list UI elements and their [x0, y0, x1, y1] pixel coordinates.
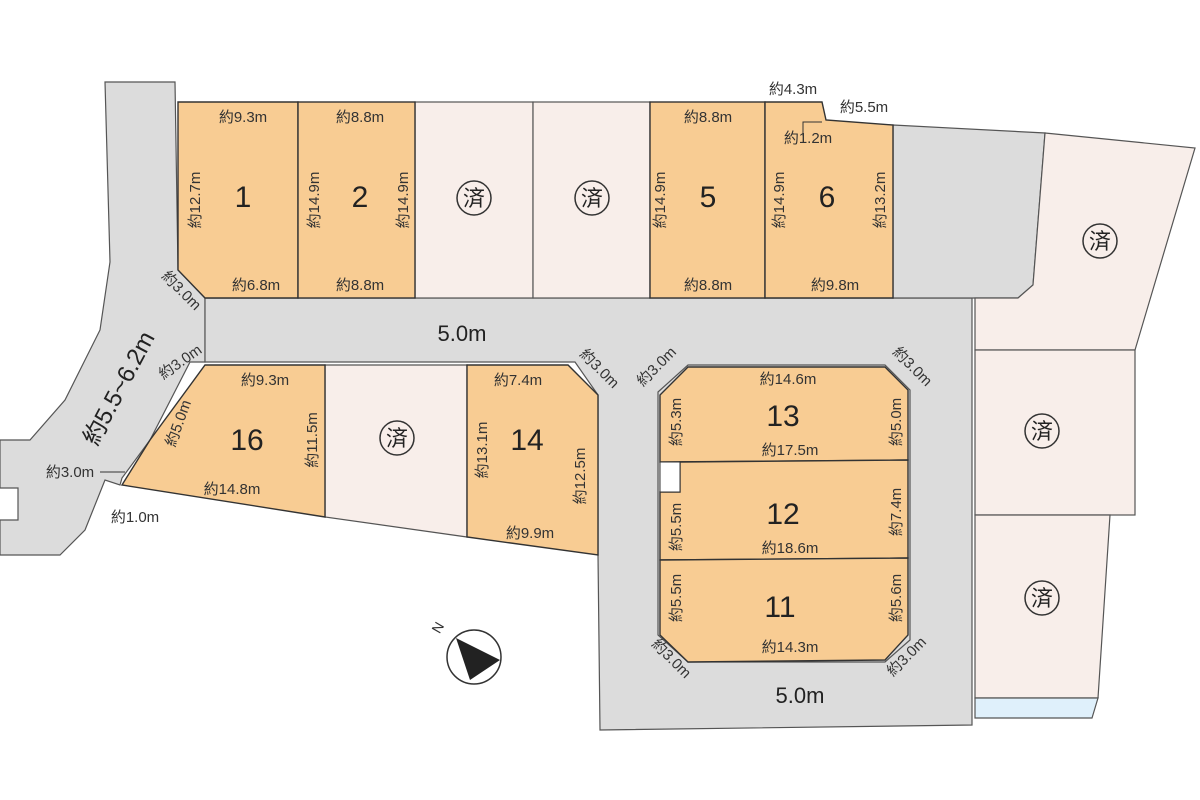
lot-14-number: 14 [510, 424, 543, 457]
lot-sold-east-1[interactable] [974, 132, 1196, 351]
lot-13-number: 13 [766, 400, 799, 433]
svg-text:済: 済 [463, 187, 485, 212]
svg-text:済: 済 [1031, 420, 1053, 445]
lot-16[interactable] [120, 364, 326, 518]
lot-2-bottom-dim: 約8.8m [336, 277, 384, 294]
lot-2-number: 2 [352, 181, 369, 214]
lot-16-west-a-dim: 約3.0m [46, 464, 94, 481]
lot-5[interactable] [649, 101, 766, 299]
lot-12-left-dim: 約5.5m [668, 503, 685, 551]
svg-text:済: 済 [1089, 230, 1111, 255]
lot-2-left-dim: 約14.9m [306, 172, 323, 229]
lot-6-right-dim: 約13.2m [872, 172, 889, 229]
lot-5-left-dim: 約14.9m [652, 172, 669, 229]
compass-label: N [428, 619, 447, 636]
lot-14-top-dim: 約7.4m [494, 372, 542, 389]
lot-1-left-dim: 約12.7m [187, 172, 204, 229]
sold-mark-east-2: 済 [1024, 413, 1060, 449]
lot-6-bottom-dim: 約9.8m [811, 277, 859, 294]
lot-11[interactable] [659, 557, 909, 663]
lot-2-top-dim: 約8.8m [336, 109, 384, 126]
sold-mark-east-3: 済 [1024, 580, 1060, 616]
lot-14[interactable] [466, 364, 599, 556]
svg-text:済: 済 [386, 427, 408, 452]
lot-2-right-dim: 約14.9m [395, 172, 412, 229]
lot-14-bottom-dim: 約9.9m [506, 525, 554, 542]
svg-text:済: 済 [1031, 587, 1053, 612]
lot-16-right-dim: 約11.5m [304, 412, 321, 468]
lot-11-bottom-dim: 約14.3m [762, 639, 819, 656]
lot-13-bottom-dim: 約17.5m [762, 442, 819, 459]
road-south-width: 5.0m [776, 683, 825, 708]
lot-11-left-dim: 約5.5m [668, 574, 685, 622]
lot-5-top-dim: 約8.8m [684, 109, 732, 126]
water-strip [974, 697, 1099, 719]
sold-mark-3: 済 [456, 180, 492, 216]
svg-text:済: 済 [581, 187, 603, 212]
lot-14-right-dim: 約12.5m [572, 448, 589, 505]
sold-mark-east-1: 済 [1082, 223, 1118, 259]
sold-lots [324, 101, 1196, 699]
lot-12-right-dim: 約7.4m [888, 488, 905, 536]
sold-mark-4: 済 [574, 180, 610, 216]
gray-block [892, 124, 1046, 299]
lot-13-left-dim: 約5.3m [668, 398, 685, 446]
lot-5-bottom-dim: 約8.8m [684, 277, 732, 294]
lot-6-notch-dim: 約1.2m [784, 130, 832, 147]
lot-1-number: 1 [235, 181, 252, 214]
lot-16-west-b-dim: 約1.0m [111, 509, 159, 526]
lot-6-top-b-dim: 約5.5m [840, 99, 888, 116]
available-lots [120, 101, 909, 663]
lot-sold-4[interactable] [532, 101, 651, 299]
lot-13-right-dim: 約5.0m [888, 398, 905, 446]
lot-1[interactable] [177, 101, 299, 299]
lot-16-number: 16 [230, 424, 263, 457]
lot-11-right-dim: 約5.6m [888, 574, 905, 622]
sold-marks: 済 済 済 済 済 済 [379, 180, 1118, 616]
lot-6-left-dim: 約14.9m [771, 172, 788, 229]
lot-6[interactable] [764, 101, 894, 299]
lot-6-top-a-dim: 約4.3m [769, 81, 817, 98]
lot-16-top-dim: 約9.3m [241, 372, 289, 389]
lot-6-number: 6 [819, 181, 836, 214]
lot-11-number: 11 [764, 591, 795, 624]
road-main-width: 5.0m [438, 321, 487, 346]
sold-mark-15: 済 [379, 420, 415, 456]
lot-12-notch [659, 461, 681, 493]
lot-6-notch-marker [802, 121, 822, 136]
lot-5-number: 5 [700, 181, 717, 214]
compass-needle-icon [456, 638, 500, 680]
lot-14-left-dim: 約13.1m [474, 422, 491, 479]
lot-12-bottom-dim: 約18.6m [762, 540, 819, 557]
lot-1-bottom-dim: 約6.8m [232, 277, 280, 294]
lot-1-top-dim: 約9.3m [219, 109, 267, 126]
compass: N [428, 619, 502, 685]
lot-12-number: 12 [766, 498, 799, 531]
lot-13-top-dim: 約14.6m [760, 371, 817, 388]
lot-2[interactable] [297, 101, 416, 299]
lot-sold-east-2[interactable] [974, 349, 1136, 516]
lot-16-bottom-dim: 約14.8m [204, 481, 261, 498]
